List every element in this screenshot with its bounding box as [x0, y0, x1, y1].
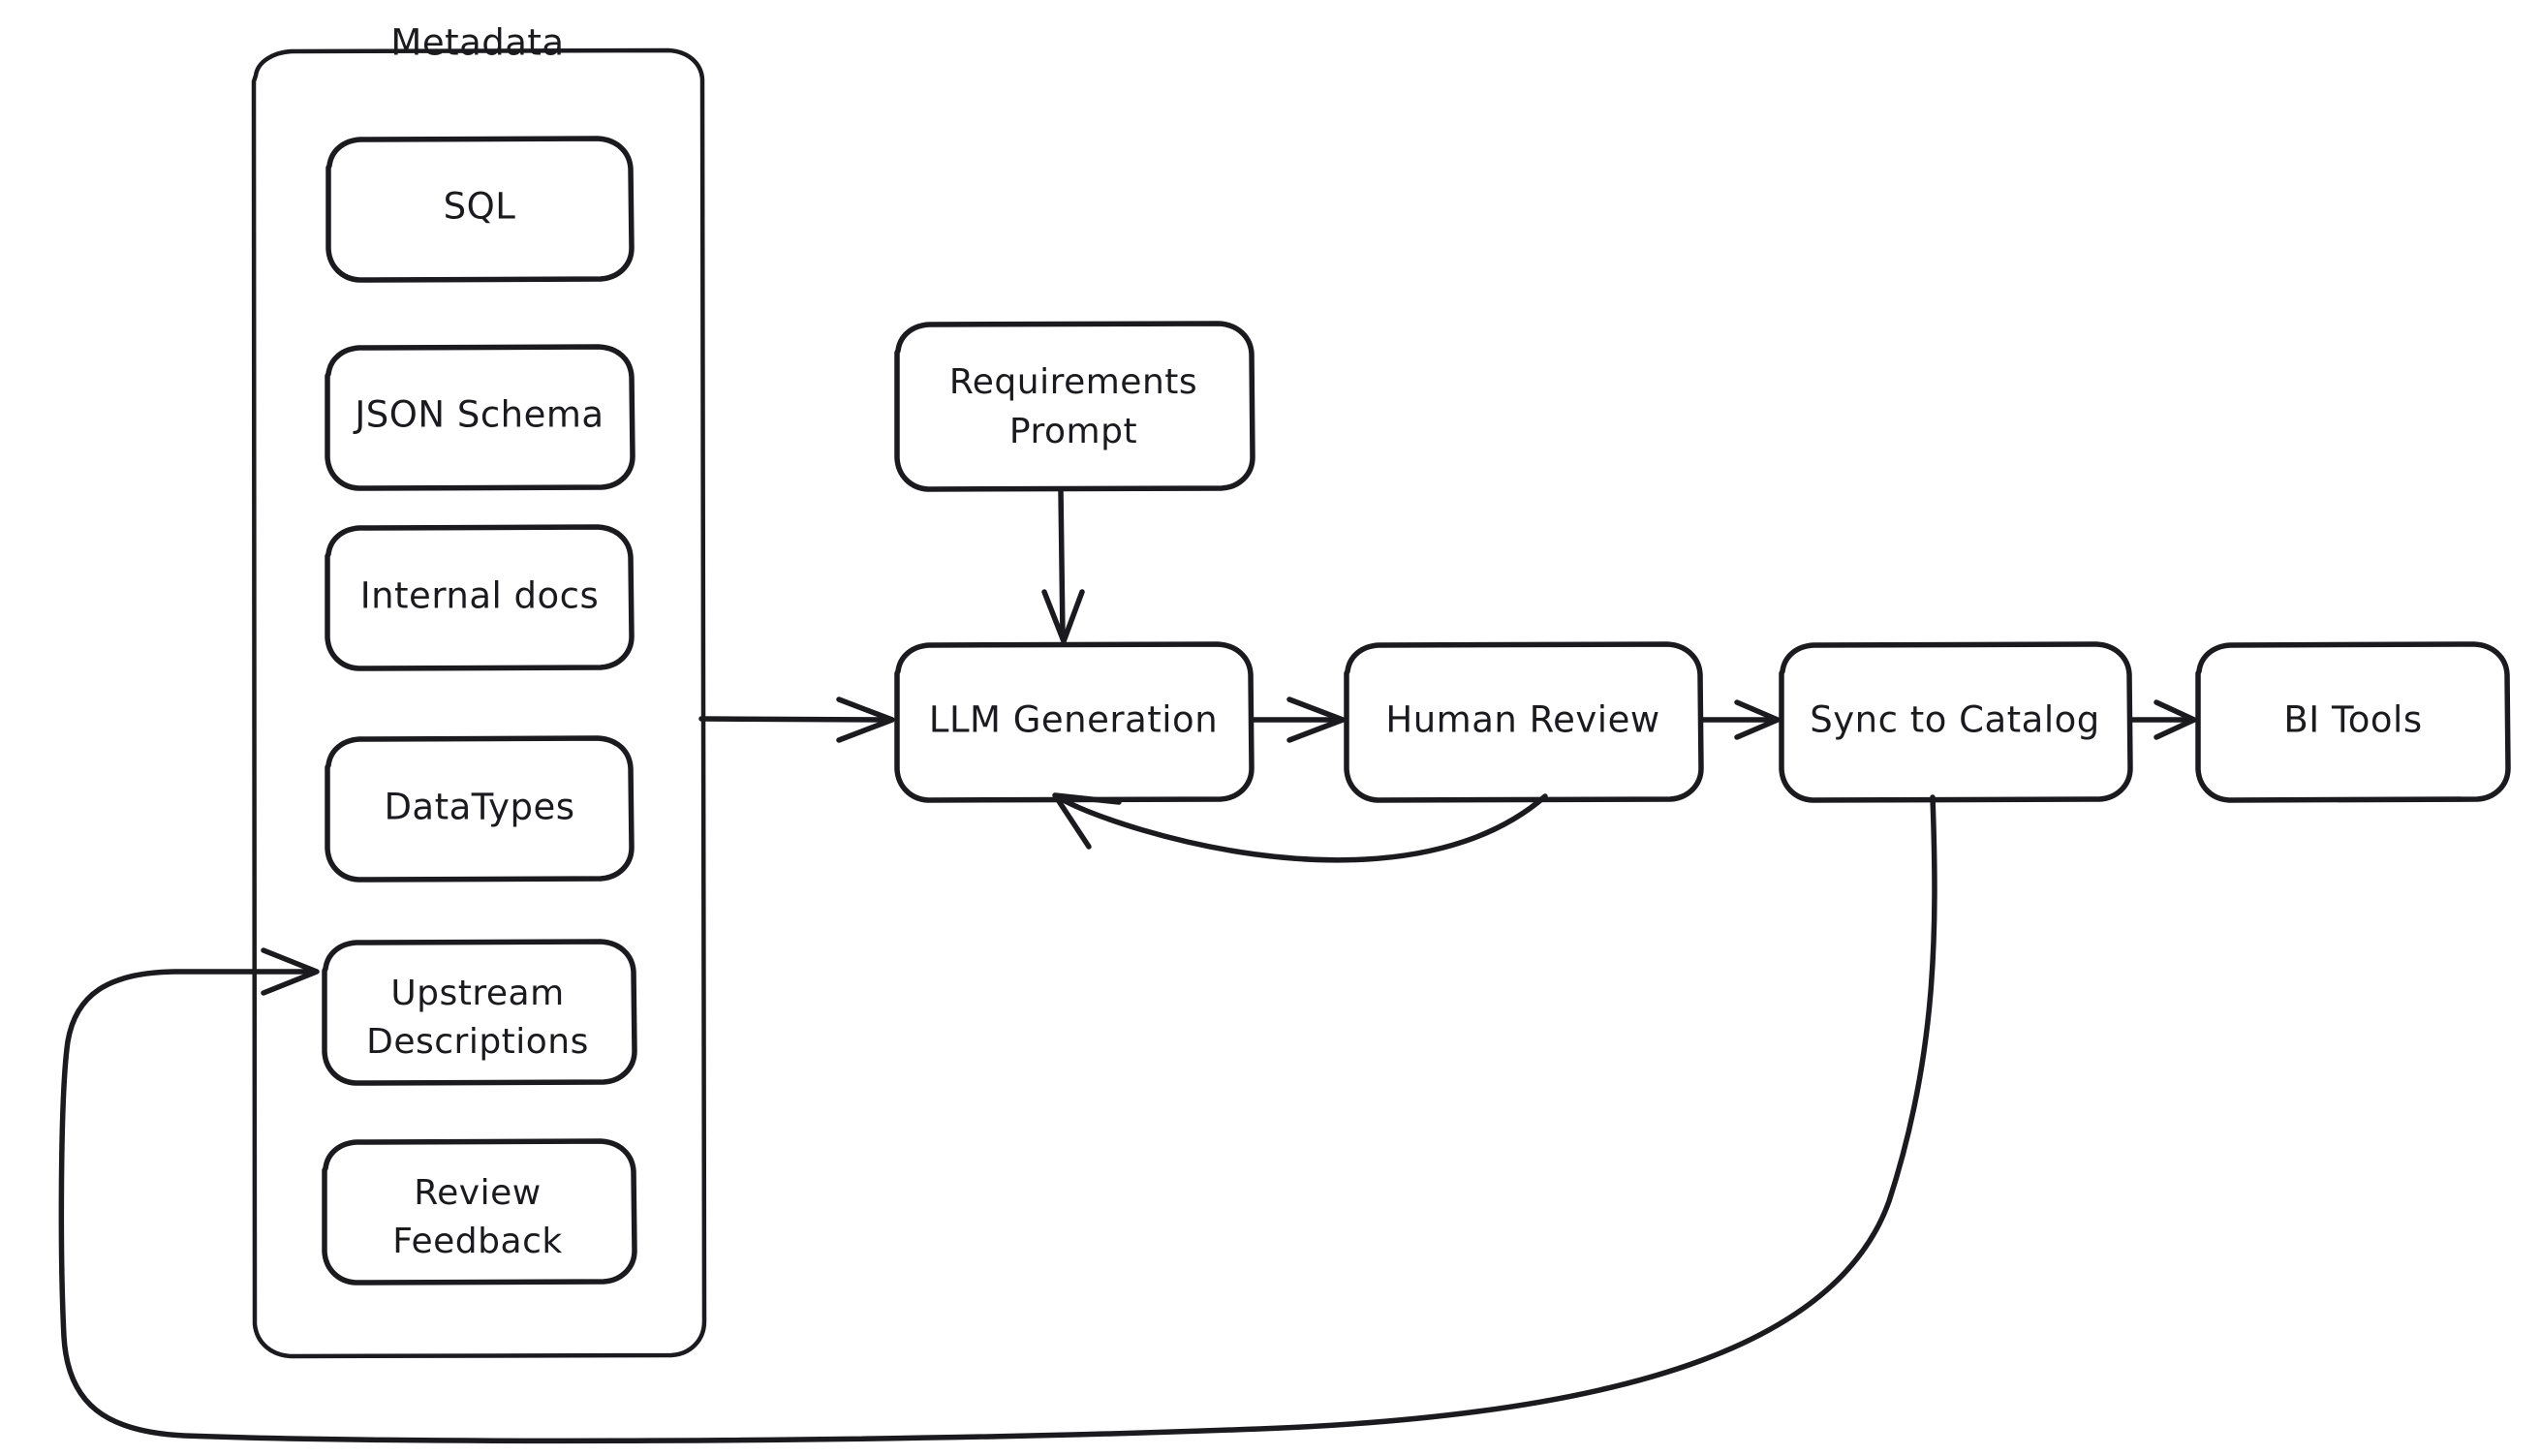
node-sync-to-catalog-box	[1779, 641, 2133, 803]
node-json-schema[interactable]	[325, 344, 635, 491]
edge-llm-to-review-arrowhead	[1286, 697, 1346, 743]
node-human-review-box	[1344, 641, 1704, 803]
node-bi-tools-label: BI Tools	[2283, 699, 2422, 741]
edge-metadata-to-llm-arrowhead	[836, 697, 895, 743]
node-internal-docs-label: Internal docs	[360, 575, 600, 617]
node-human-review-label: Human Review	[1385, 699, 1659, 741]
node-sync-to-catalog[interactable]	[1779, 641, 2133, 803]
edge-review-to-sync-arrowhead	[1734, 699, 1781, 740]
edge-review-back-to-llm-arrowhead	[1052, 792, 1122, 850]
edge-prompt-to-llm-line	[1058, 487, 1066, 639]
node-llm-generation[interactable]	[894, 641, 1255, 803]
node-requirements-prompt[interactable]	[894, 321, 1255, 492]
node-upstream-descriptions-label-line2: Descriptions	[366, 1022, 589, 1062]
node-internal-docs[interactable]	[325, 524, 635, 671]
edge-sync-to-bi-arrowhead	[2154, 699, 2197, 740]
node-human-review[interactable]	[1344, 641, 1704, 803]
node-requirements-prompt-label-line2: Prompt	[1009, 412, 1137, 451]
node-datatypes-label: DataTypes	[384, 787, 574, 828]
node-sql[interactable]	[325, 136, 635, 283]
node-sync-to-catalog-label: Sync to Catalog	[1810, 699, 2099, 741]
node-review-feedback-label-line2: Feedback	[392, 1222, 562, 1261]
edge-metadata-to-llm	[698, 697, 895, 743]
node-datatypes-box	[325, 735, 635, 883]
edge-prompt-to-llm-arrowhead	[1041, 589, 1085, 644]
node-review-feedback-label-line1: Review	[414, 1173, 541, 1213]
group-metadata[interactable]	[251, 47, 707, 1359]
edge-sync-to-bi	[2129, 699, 2197, 740]
edge-prompt-to-llm	[1041, 487, 1085, 644]
node-sql-box	[325, 136, 635, 283]
node-json-schema-box	[325, 344, 635, 491]
node-bi-tools[interactable]	[2195, 641, 2511, 803]
node-internal-docs-box	[325, 524, 635, 671]
edge-sync-back-to-upstream-arrowhead	[261, 947, 320, 996]
node-upstream-descriptions-box	[322, 939, 637, 1086]
node-upstream-descriptions-label-line1: Upstream	[390, 974, 564, 1013]
node-llm-generation-box	[894, 641, 1255, 803]
edge-review-to-sync	[1700, 699, 1781, 740]
edge-metadata-to-llm-line	[698, 716, 890, 723]
node-llm-generation-label: LLM Generation	[929, 699, 1218, 741]
node-review-feedback-box	[322, 1138, 637, 1286]
group-metadata-label: Metadata	[390, 22, 564, 64]
edge-llm-to-review	[1251, 697, 1346, 743]
edge-review-back-to-llm	[1052, 792, 1548, 863]
node-sql-label: SQL	[444, 186, 516, 228]
node-json-schema-label: JSON Schema	[353, 394, 604, 436]
node-upstream-descriptions[interactable]	[322, 939, 637, 1086]
node-requirements-prompt-label-line1: Requirements	[949, 362, 1197, 402]
group-metadata-outline	[251, 47, 707, 1359]
node-bi-tools-box	[2195, 641, 2511, 803]
edge-sync-back-to-upstream-line	[58, 794, 1937, 1444]
node-datatypes[interactable]	[325, 735, 635, 883]
edge-review-back-to-llm-line	[1057, 793, 1548, 863]
edge-sync-back-to-upstream	[58, 794, 1937, 1444]
node-review-feedback[interactable]	[322, 1138, 637, 1286]
node-requirements-prompt-box	[894, 321, 1255, 492]
